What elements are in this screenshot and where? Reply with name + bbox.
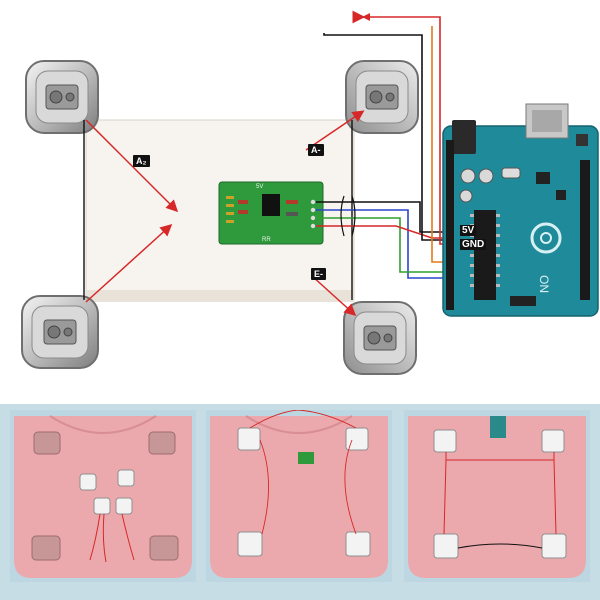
arduino-logo-text: ON [537,275,551,293]
photo-panel-2 [206,410,392,582]
hx711-top-label: 5V [256,184,263,190]
load-cell-label-bottom-right: E- [311,268,326,280]
wire-crossing-arc [340,195,345,237]
wiring-diagram: 5V RR [21,10,599,375]
photo-panel-1 [10,410,196,582]
top-arrow-head [362,13,370,21]
wire-crossing-arc-2 [351,195,356,237]
hx711-wires [316,201,446,279]
load-cell-bottom-left [21,295,99,369]
hx711-bottom-label: RR [262,237,271,243]
load-cell-top-right [345,60,419,134]
signal-arrows [85,110,365,317]
arduino-pin-5v: 5V [460,225,477,236]
hx711-module [218,181,324,245]
load-cell-top-left [25,60,99,134]
load-cell-label-top-right: A- [308,144,324,156]
assembly-photos [0,404,600,600]
arduino-pin-gnd: GND [460,239,487,250]
photo-panel-3 [404,410,590,582]
panel-3-drawing [408,416,586,578]
panel-1-drawing [14,415,192,578]
load-cell-label-top-left: A₂ [133,155,150,167]
load-cell-bottom-right [343,301,417,375]
arduino-board [442,103,599,317]
panel-2-drawing [210,410,388,578]
